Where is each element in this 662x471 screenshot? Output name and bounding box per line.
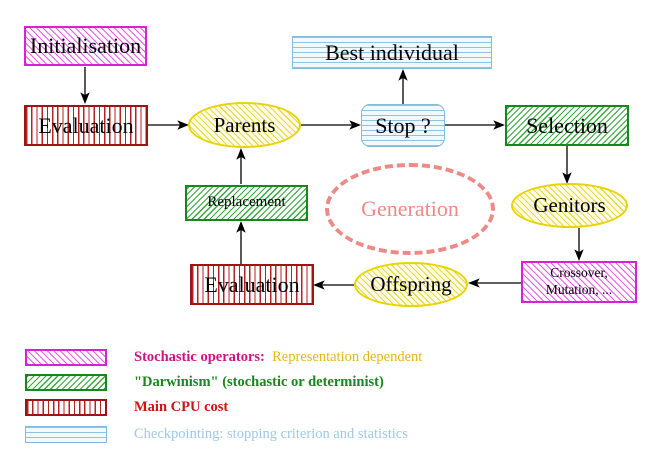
legend-label-main-cpu-cost: Main CPU cost — [134, 399, 228, 416]
legend-text-checkpointing: Checkpointing: stopping criterion and st… — [134, 425, 408, 442]
legend-text-main-cpu-cost: Main CPU cost — [134, 398, 229, 415]
node-best-individual[interactable]: Best individual — [292, 36, 492, 69]
node-stop-label: Stop ? — [375, 112, 431, 138]
legend-row-main-cpu-cost: Main CPU cost — [25, 397, 228, 417]
node-parents[interactable]: Parents — [188, 102, 301, 148]
node-offspring[interactable]: Offspring — [354, 262, 468, 307]
node-evaluation-bottom[interactable]: Evaluation — [190, 264, 314, 305]
legend-text-darwinism: "Darwinism" (stochastic or determinist) — [134, 373, 384, 390]
node-evaluation-bottom-label: Evaluation — [204, 271, 300, 297]
node-replacement-label: Replacement — [207, 194, 286, 211]
legend-row-stochastic-operators: Stochastic operators: Representation dep… — [25, 347, 422, 367]
node-replacement[interactable]: Replacement — [185, 185, 308, 221]
node-best-individual-label: Best individual — [325, 39, 459, 65]
node-generation-label: Generation — [361, 196, 459, 221]
node-offspring-label: Offspring — [370, 272, 452, 297]
legend-label-stochastic-operators: Stochastic operators: Representation dep… — [134, 349, 422, 366]
node-initialisation[interactable]: Initialisation — [24, 26, 147, 66]
node-crossover-mutation-label: Crossover, Mutation, ... — [545, 265, 613, 297]
legend-label-darwinism: "Darwinism" (stochastic or determinist) — [134, 374, 384, 391]
node-initialisation-label: Initialisation — [29, 33, 142, 59]
legend-swatch-magenta-diagonal-hatch — [25, 348, 107, 366]
legend-swatch-blue-horizontal-hatch — [25, 425, 107, 443]
node-stop[interactable]: Stop ? — [361, 104, 445, 147]
node-generation[interactable]: Generation — [325, 163, 495, 255]
node-evaluation-top[interactable]: Evaluation — [24, 105, 148, 146]
node-selection-label: Selection — [526, 112, 608, 138]
legend-swatch-red-vertical-hatch — [25, 398, 107, 416]
node-genitors[interactable]: Genitors — [511, 183, 628, 228]
node-genitors-label: Genitors — [533, 193, 606, 218]
node-parents-label: Parents — [213, 112, 276, 137]
node-selection[interactable]: Selection — [505, 105, 629, 146]
legend-label-checkpointing: Checkpointing: stopping criterion and st… — [134, 426, 408, 443]
legend-row-darwinism: "Darwinism" (stochastic or determinist) — [25, 372, 384, 392]
node-crossover-mutation[interactable]: Crossover, Mutation, ... — [521, 261, 637, 303]
legend-row-checkpointing: Checkpointing: stopping criterion and st… — [25, 424, 408, 444]
legend-text-stochastic-operators: Stochastic operators: — [134, 348, 265, 365]
legend-text-representation-dependent: Representation dependent — [272, 348, 423, 365]
node-evaluation-top-label: Evaluation — [38, 112, 134, 138]
legend-swatch-green-diagonal-hatch — [25, 373, 107, 391]
